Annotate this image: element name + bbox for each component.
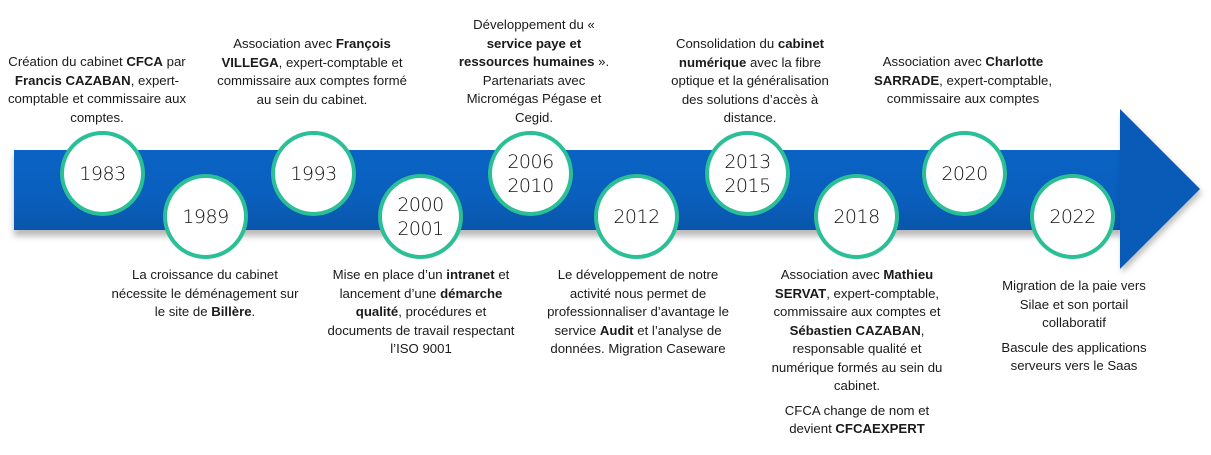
year-circle-2018: 2018 (814, 174, 899, 259)
event-paragraph: Développement du « service paye et resso… (452, 16, 616, 127)
event-paragraph: Consolidation du cabinet numérique avec … (660, 35, 840, 128)
year-label: 1989 (182, 205, 229, 228)
year-label-start: 2000 (397, 193, 444, 216)
body-text: Le développement de notre activité nous … (547, 267, 729, 338)
event-text-2013-2015: Consolidation du cabinet numérique avec … (660, 35, 840, 128)
emphasis-text: François VILLEGA (221, 36, 391, 70)
year-circle-1993: 1993 (271, 131, 356, 216)
emphasis-text: Billère (211, 304, 252, 319)
body-text: Bascule des applications serveurs vers l… (1001, 339, 1147, 374)
year-label: 1983 (79, 162, 126, 185)
body-text: , expert-comptable et commissaire aux co… (7, 72, 187, 125)
year-label: 2012 (613, 205, 660, 228)
body-text: , expert-comptable et commissaire aux co… (217, 54, 407, 107)
emphasis-text: démarche qualité (355, 285, 503, 320)
event-text-2000-2001: Mise en place d’un intranet et lancement… (326, 266, 516, 359)
body-text: , responsable qualité et numérique formé… (771, 322, 943, 394)
event-text-2012: Le développement de notre activité nous … (540, 266, 736, 359)
body-text: par (162, 54, 186, 69)
body-text: Développement du « (473, 17, 595, 32)
body-text: . (251, 304, 256, 319)
timeline-arrow-head (1120, 109, 1200, 269)
body-text: Création du cabinet (8, 54, 127, 69)
emphasis-text: Mathieu SERVAT (774, 267, 934, 301)
event-text-1983: Création du cabinet CFCA par Francis CAZ… (4, 53, 190, 127)
event-paragraph: CFCA change de nom et devient CFCAEXPERT (765, 402, 949, 439)
emphasis-text: Sébastien CAZABAN (789, 322, 921, 338)
event-text-2020: Association avec Charlotte SARRADE, expe… (870, 53, 1056, 109)
body-text: Mise en place d’un (332, 267, 447, 282)
event-paragraph: Création du cabinet CFCA par Francis CAZ… (4, 53, 190, 127)
body-text: Association avec (882, 54, 986, 69)
emphasis-text: service paye et ressources humaines (458, 35, 595, 70)
event-paragraph: La croissance du cabinet nécessite le dé… (107, 266, 303, 322)
body-text: , procédures et documents de travail res… (327, 304, 515, 356)
emphasis-text: cabinet numérique (678, 36, 825, 70)
event-paragraph: Mise en place d’un intranet et lancement… (326, 266, 516, 359)
year-circle-2020: 2020 (922, 131, 1007, 216)
event-text-2022: Migration de la paie vers Silae et son p… (990, 277, 1158, 376)
body-text: ». Partenariats avec Micromégas Pégase e… (466, 54, 610, 125)
year-circle-1983: 1983 (60, 131, 145, 216)
year-label-end: 2010 (507, 174, 554, 197)
year-label: 2022 (1049, 205, 1096, 228)
emphasis-text: Audit (599, 322, 634, 338)
event-text-1989: La croissance du cabinet nécessite le dé… (107, 266, 303, 322)
body-text: Consolidation du (675, 36, 778, 51)
body-text: La croissance du cabinet nécessite le dé… (111, 267, 299, 319)
emphasis-text: intranet (446, 267, 495, 282)
event-paragraph: Le développement de notre activité nous … (540, 266, 736, 359)
event-paragraph: Association avec François VILLEGA, exper… (217, 35, 407, 109)
body-text: Association avec (780, 267, 884, 282)
emphasis-text: Charlotte SARRADE (873, 54, 1044, 88)
body-text: et lancement d’une (339, 267, 510, 301)
event-paragraph: Bascule des applications serveurs vers l… (990, 339, 1158, 376)
event-text-2006-2010: Développement du « service paye et resso… (452, 16, 616, 127)
emphasis-text: CFCA (126, 54, 163, 69)
body-text: et l’analyse de données. Migration Casew… (550, 322, 726, 357)
emphasis-text: CFCAEXPERT (835, 421, 925, 436)
body-text: CFCA change de nom et devient (784, 402, 930, 437)
year-label: 2018 (833, 205, 880, 228)
body-text: avec la fibre optique et la généralisati… (671, 54, 829, 126)
body-text: Migration de la paie vers Silae et son p… (1002, 278, 1146, 330)
event-paragraph: Migration de la paie vers Silae et son p… (990, 277, 1158, 333)
emphasis-text: Francis CAZABAN (14, 72, 131, 88)
year-circle-2022: 2022 (1030, 174, 1115, 259)
event-paragraph: Association avec Mathieu SERVAT, expert-… (765, 266, 949, 396)
year-label: 1993 (290, 162, 337, 185)
year-circle-2012: 2012 (594, 174, 679, 259)
year-label: 2020 (941, 162, 988, 185)
year-label-end: 2015 (724, 174, 771, 197)
body-text: Association avec (233, 36, 336, 51)
year-label-start: 2013 (724, 150, 771, 173)
body-text: , expert-comptable, commissaire aux comp… (886, 72, 1053, 107)
year-label-end: 2001 (397, 217, 444, 240)
event-text-2018: Association avec Mathieu SERVAT, expert-… (765, 266, 949, 439)
event-text-1993: Association avec François VILLEGA, exper… (217, 35, 407, 109)
event-paragraph: Association avec Charlotte SARRADE, expe… (870, 53, 1056, 109)
year-label-start: 2006 (507, 150, 554, 173)
body-text: , expert-comptable, commissaire aux comp… (773, 285, 941, 320)
year-circle-1989: 1989 (163, 174, 248, 259)
